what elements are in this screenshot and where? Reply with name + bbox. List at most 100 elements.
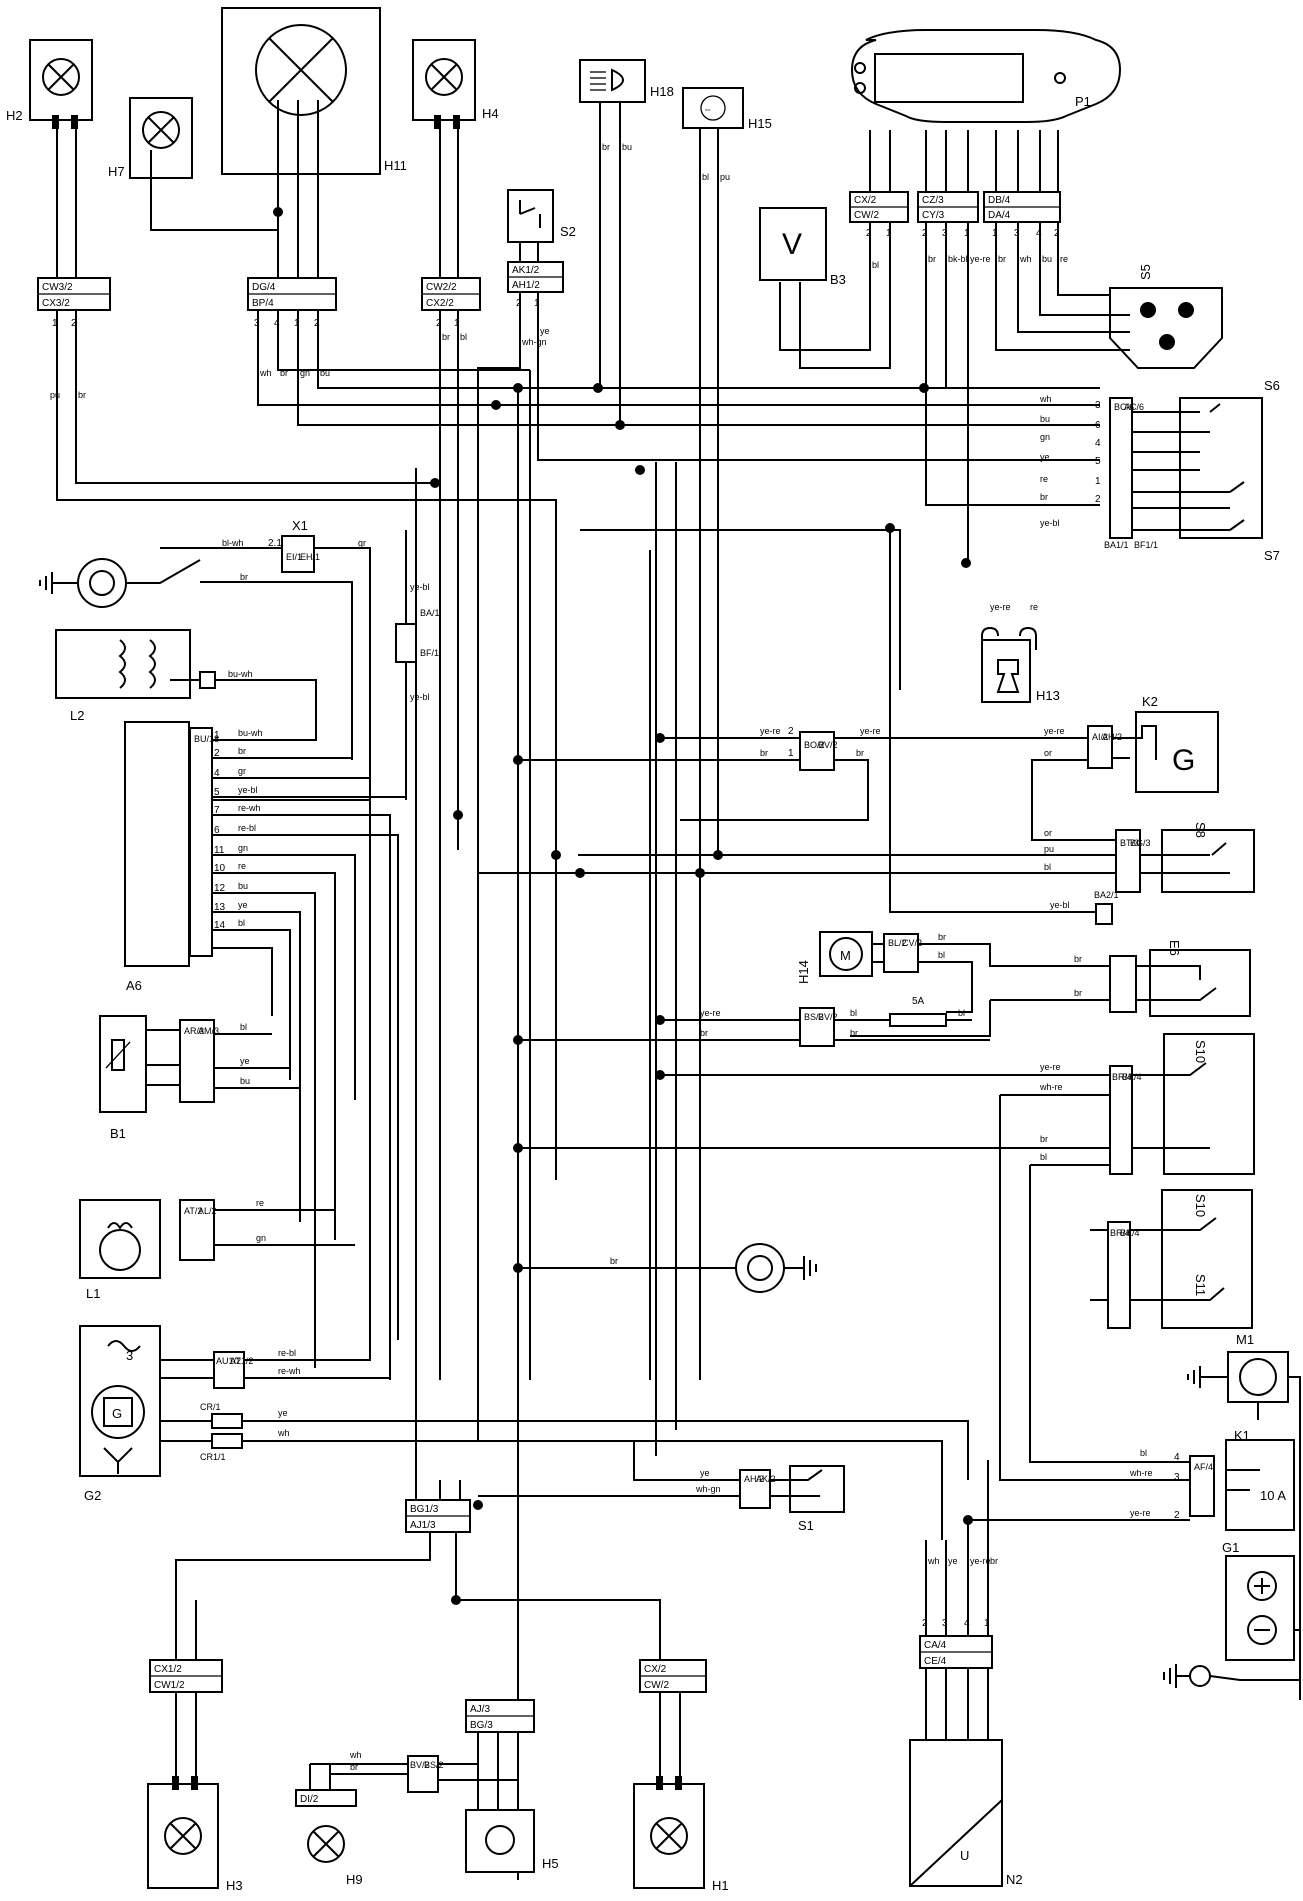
wire-color: re-bl xyxy=(238,823,256,833)
wire-color: bu xyxy=(622,142,632,152)
wire-color: br xyxy=(998,254,1006,264)
conn-label: BK/4 xyxy=(1120,1228,1140,1238)
connector-db-da: DB/4 DA/4 xyxy=(983,191,1061,223)
pin: 4 xyxy=(964,1618,970,1629)
label-s5: S5 xyxy=(1138,264,1153,280)
conn-label: AC/6 xyxy=(1124,402,1144,412)
wire-color: bl xyxy=(938,950,945,960)
wire-color: bu-wh xyxy=(238,728,263,738)
label-h11: H11 xyxy=(384,158,407,173)
conn-label: AL/2 xyxy=(198,1206,217,1216)
wire-color: wh xyxy=(259,368,272,378)
label-s8: S8 xyxy=(1193,822,1208,838)
pin: 13 xyxy=(214,902,226,913)
wire-color: ye-re xyxy=(860,726,881,736)
conn-label: BU/18 xyxy=(194,734,219,744)
conn-label: CV/2 xyxy=(902,938,922,948)
horn-h13: H13 ye-re re xyxy=(981,602,1060,703)
conn-label: AK/2 xyxy=(756,1474,776,1484)
pin: 2.1 xyxy=(268,538,282,549)
indicator-h18: H18 xyxy=(579,59,674,103)
wire-color: ye-re xyxy=(970,1556,991,1566)
pin: 3 xyxy=(942,1618,948,1629)
wire-color: br xyxy=(700,1028,708,1038)
pin: 1 xyxy=(984,1618,990,1629)
label-g2: G2 xyxy=(84,1488,101,1503)
wire-color: ye-re xyxy=(700,1008,721,1018)
conn-label: BR/4 xyxy=(1112,1072,1132,1082)
conn-label: BA/1 xyxy=(420,608,440,618)
wire-color: br xyxy=(760,748,768,758)
relay-ba-bf: BA/1 BF/1 ye-bl ye-bl xyxy=(395,530,440,800)
lamp-h1: CX/2 CW/2 H1 xyxy=(633,1659,729,1893)
coil-l1: AT/2 AL/2 L1 re gn xyxy=(79,1198,355,1301)
alternator-g2: G 3 AU1/2 AT1/2 re-bl re-wh CR/1 CR1/1 y… xyxy=(79,800,969,1540)
wire-color: re xyxy=(238,861,246,871)
wire-color: pu xyxy=(720,172,730,182)
pin: 4 xyxy=(1095,438,1101,449)
conn-label: CX1/2 xyxy=(154,1664,182,1675)
label-s10-upper: S10 xyxy=(1193,1040,1208,1063)
conn-label: BV/2 xyxy=(818,740,838,750)
label-b3: B3 xyxy=(830,272,846,287)
pin: 2 xyxy=(516,298,522,309)
wire-color: br xyxy=(938,932,946,942)
wire-color: br xyxy=(1074,988,1082,998)
wire-color: ye-re xyxy=(1044,726,1065,736)
conn-label: CR/1 xyxy=(200,1402,221,1412)
wire-color: ye-re xyxy=(970,254,991,264)
k2-symbol: G xyxy=(1172,744,1195,777)
conn-label: CX/2 xyxy=(644,1664,667,1675)
pin: 2 xyxy=(314,318,320,329)
wire-color: br xyxy=(350,1762,358,1772)
switch-s6-s7: BC/6 AC/6 S6 S7 3 6 4 5 1 2 wh bu gn ye … xyxy=(1039,378,1280,563)
wire-color: bu xyxy=(1042,254,1052,264)
switch-s1: AH/2 AK/2 S1 ye wh-gn xyxy=(478,1440,845,1533)
ground-terminal-top: br xyxy=(39,558,353,760)
conn-label: BR/4 xyxy=(1110,1228,1130,1238)
wire-color: ye-bl xyxy=(1050,900,1070,910)
pin: 11 xyxy=(214,845,225,856)
wire-color: wh xyxy=(1039,394,1052,404)
wire-color: gn xyxy=(238,843,248,853)
connector-bs-bv: BS/2 BV/2 5A ye-re br bl br bl xyxy=(518,996,990,1047)
conn-label: DG/4 xyxy=(252,282,276,293)
pin: 10 xyxy=(214,863,226,874)
wire-color: ye-bl xyxy=(410,582,430,592)
pin: 3 xyxy=(942,228,948,239)
conn-label: DB/4 xyxy=(988,195,1011,206)
conn-label: CE/4 xyxy=(924,1656,947,1667)
connector-bv-bo: BO/2 BV/2 ye-re br ye-re br 2 1 xyxy=(518,726,1088,821)
label-s2: S2 xyxy=(560,224,576,239)
wire-color: ye xyxy=(238,900,248,910)
b3-symbol: V xyxy=(782,228,802,261)
pin: 2 xyxy=(1054,228,1060,239)
conn-label: BC/6 xyxy=(1114,402,1134,412)
label-h4: H4 xyxy=(482,106,499,121)
pin: 1 xyxy=(886,228,892,239)
pin: 2 xyxy=(1095,494,1101,505)
conn-label: AF/4 xyxy=(1194,1462,1213,1472)
switch-s10-upper: BR/4 BK/4 S10 ye-re wh-re br bl xyxy=(518,1033,1255,1440)
wire-color: bl xyxy=(460,332,467,342)
label-l1: L1 xyxy=(86,1286,100,1301)
connector-x1: X1 EI/1 EH/1 bl-wh gr 2.1 xyxy=(160,518,371,801)
wire-color: bl xyxy=(1044,862,1051,872)
conn-label: CW2/2 xyxy=(426,282,457,293)
battery-g1: G1 xyxy=(1163,1540,1301,1688)
label-p1: P1 xyxy=(1075,94,1091,109)
wire-color: gn xyxy=(1040,432,1050,442)
socket-s5: S5 xyxy=(1109,264,1223,369)
label-g1: G1 xyxy=(1222,1540,1239,1555)
conn-label: CX2/2 xyxy=(426,298,454,309)
label-h1: H1 xyxy=(712,1878,729,1893)
wire-color: re xyxy=(256,1198,264,1208)
wire-color: br xyxy=(602,142,610,152)
pin: 2 xyxy=(788,726,794,737)
wire-color: bk-bl xyxy=(948,254,968,264)
pin: 5 xyxy=(214,787,220,798)
pin: 2 xyxy=(1174,1510,1180,1521)
lamp-h5: AJ/3 BG/3 H5 xyxy=(465,1699,559,1873)
indicator-h15: ⇔ H15 xyxy=(682,87,772,131)
